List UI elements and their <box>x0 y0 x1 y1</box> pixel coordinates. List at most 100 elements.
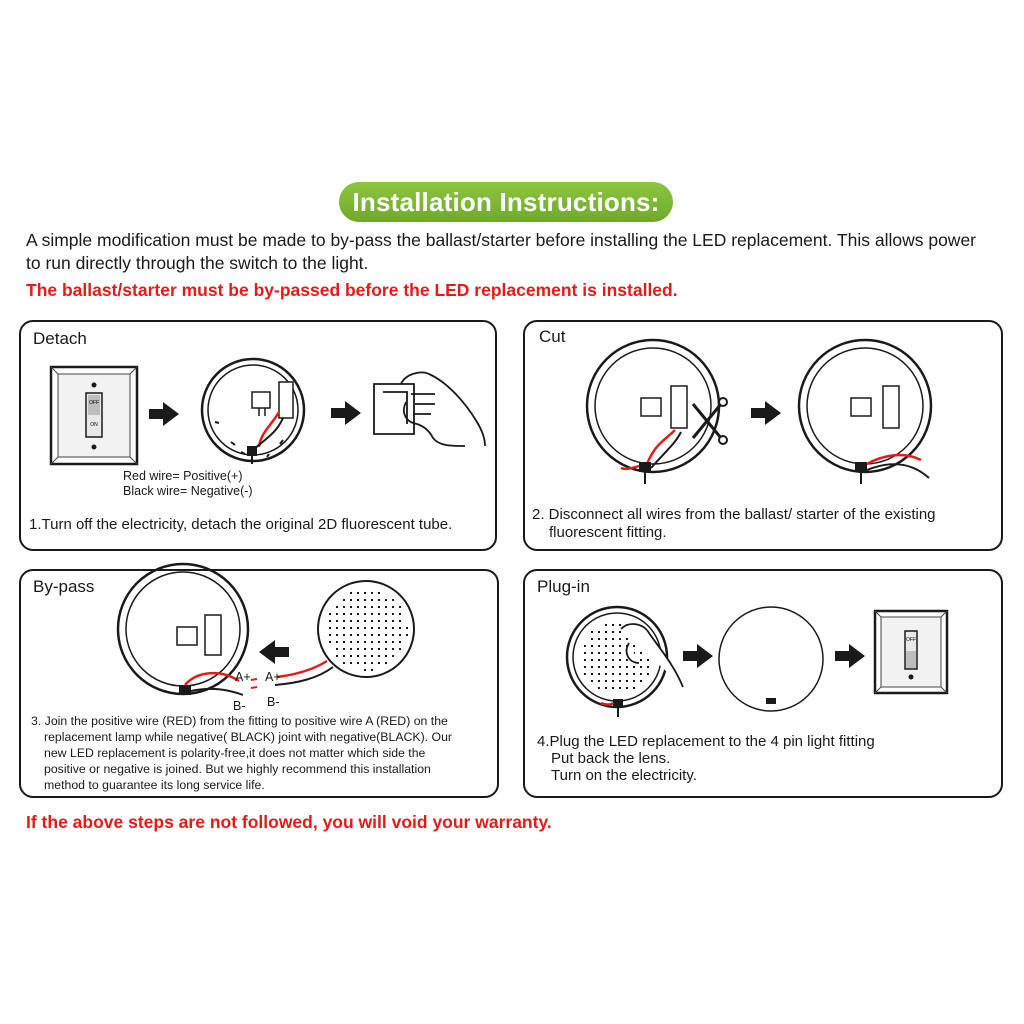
led-dot <box>378 662 380 664</box>
wire-tag-b-minus: B- <box>267 695 280 709</box>
led-dot <box>364 627 366 629</box>
led-dot <box>598 638 600 640</box>
led-dot <box>371 634 373 636</box>
led-dot <box>336 655 338 657</box>
led-dot <box>392 641 394 643</box>
led-dot <box>385 627 387 629</box>
red-wire-label: Red wire= Positive(+) <box>123 469 243 483</box>
step-caption-line: 2. Disconnect all wires from the ballast… <box>532 506 936 523</box>
led-dot <box>598 652 600 654</box>
switch-off-label: OFF <box>906 637 916 643</box>
led-dot <box>371 599 373 601</box>
led-dot <box>364 655 366 657</box>
led-dot <box>640 680 642 682</box>
led-dot <box>619 645 621 647</box>
led-dot <box>357 599 359 601</box>
led-dot <box>343 599 345 601</box>
bypass-illustration <box>116 562 415 696</box>
led-dot <box>329 620 331 622</box>
led-dot <box>633 666 635 668</box>
led-dot <box>392 634 394 636</box>
arrow-right-icon <box>149 402 179 426</box>
led-dot <box>378 655 380 657</box>
led-dot <box>633 687 635 689</box>
step-caption-line: method to guarantee its long service lif… <box>44 778 265 792</box>
led-dot <box>350 648 352 650</box>
led-dot <box>350 606 352 608</box>
led-dot <box>584 673 586 675</box>
led-dot <box>640 673 642 675</box>
step-caption-line: replacement lamp while negative( BLACK) … <box>44 730 453 744</box>
led-dot <box>371 655 373 657</box>
led-dot <box>399 641 401 643</box>
led-dot <box>612 645 614 647</box>
led-dot <box>647 673 649 675</box>
led-dot <box>364 599 366 601</box>
led-dot <box>364 648 366 650</box>
led-dot <box>336 613 338 615</box>
led-dot <box>364 592 366 594</box>
led-dot <box>329 641 331 643</box>
led-dot <box>612 631 614 633</box>
led-dot <box>605 687 607 689</box>
led-dot <box>378 620 380 622</box>
led-dot <box>392 599 394 601</box>
led-dot <box>598 673 600 675</box>
led-dot <box>619 631 621 633</box>
led-dot <box>584 666 586 668</box>
led-dot <box>399 606 401 608</box>
led-dot <box>343 662 345 664</box>
intro-text: A simple modification must be made to by… <box>26 230 976 273</box>
led-dot <box>605 659 607 661</box>
led-dot <box>612 652 614 654</box>
led-dot <box>350 613 352 615</box>
step-title: Cut <box>539 327 566 346</box>
detach-illustration: OFF ON <box>49 357 486 466</box>
led-dot <box>378 613 380 615</box>
led-dot <box>598 659 600 661</box>
led-dot <box>647 659 649 661</box>
led-dot <box>584 645 586 647</box>
led-dot <box>399 648 401 650</box>
led-dot <box>605 680 607 682</box>
led-dot <box>378 606 380 608</box>
led-dot <box>385 620 387 622</box>
led-dot <box>385 599 387 601</box>
led-dot <box>584 652 586 654</box>
led-dot <box>392 627 394 629</box>
step-caption-line: 3. Join the positive wire (RED) from the… <box>31 714 448 728</box>
led-dot <box>612 687 614 689</box>
led-dot <box>336 606 338 608</box>
light-fitting-with-led-icon <box>565 605 684 717</box>
led-dot <box>343 655 345 657</box>
led-dot <box>633 680 635 682</box>
led-dot <box>378 627 380 629</box>
led-dot <box>364 606 366 608</box>
led-dot <box>343 606 345 608</box>
arrow-right-icon <box>751 401 781 425</box>
step-title: Detach <box>33 329 87 348</box>
step-caption-line: new LED replacement is polarity-free,it … <box>44 746 426 760</box>
led-dot <box>626 659 628 661</box>
led-dot <box>357 662 359 664</box>
led-dot <box>385 613 387 615</box>
step-caption-line: positive or negative is joined. But we h… <box>44 762 431 776</box>
page-title: Installation Instructions: <box>339 182 673 222</box>
led-dot <box>371 627 373 629</box>
led-dot <box>336 627 338 629</box>
led-dot <box>350 662 352 664</box>
led-dot <box>350 655 352 657</box>
led-dot <box>364 613 366 615</box>
wire-tag-b-minus: B- <box>233 699 246 713</box>
led-dot <box>612 680 614 682</box>
arrow-left-icon <box>259 640 289 664</box>
plugin-illustration: OFF <box>565 605 949 717</box>
led-dot <box>336 620 338 622</box>
scissors-icon <box>691 397 728 445</box>
led-dot <box>357 613 359 615</box>
led-dot <box>385 655 387 657</box>
led-dot <box>619 687 621 689</box>
led-dot <box>329 613 331 615</box>
led-dot <box>371 648 373 650</box>
led-dot <box>591 659 593 661</box>
